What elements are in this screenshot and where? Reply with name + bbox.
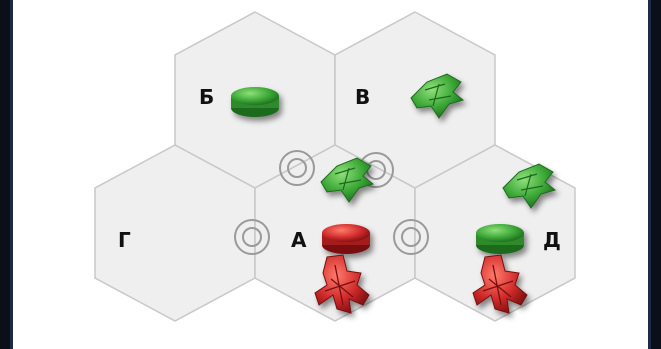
red-dreadnought-icon[interactable] [314, 254, 370, 314]
wormhole-a-d [393, 219, 429, 255]
wormhole-g-a [234, 219, 270, 255]
board-panel: Б В Г А Д [10, 0, 651, 349]
hex-board: Б В Г А Д [94, 11, 576, 322]
hex-label-b: Б [199, 85, 214, 109]
hex-label-v: В [355, 85, 370, 109]
hex-label-a: А [291, 228, 307, 252]
wormhole-b-a [279, 150, 315, 186]
green-ship-icon[interactable] [320, 157, 375, 203]
red-dreadnought-icon[interactable] [472, 254, 528, 314]
green-ship-icon[interactable] [410, 73, 465, 119]
hex-label-d: Д [543, 228, 561, 252]
green-disc-token[interactable] [476, 224, 524, 254]
green-disc-token[interactable] [231, 87, 279, 117]
hex-label-g: Г [118, 228, 131, 252]
hex-g[interactable]: Г [94, 144, 256, 322]
green-ship-icon[interactable] [502, 163, 557, 209]
red-disc-token[interactable] [322, 224, 370, 254]
